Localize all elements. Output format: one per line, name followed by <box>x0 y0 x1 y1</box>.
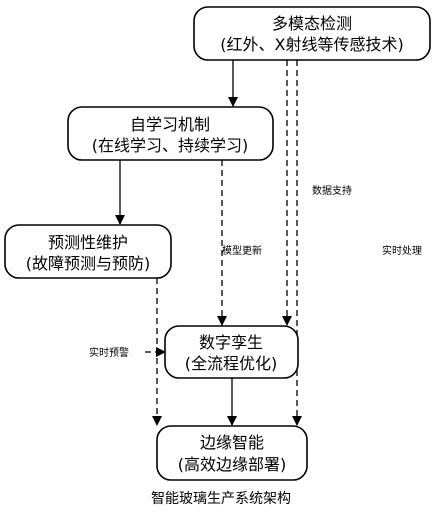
edge-label-realtime-process: 实时处理 <box>382 244 422 257</box>
node-learning-title: 自学习机制 <box>130 115 210 134</box>
node-detection-title: 多模态检测 <box>272 14 352 33</box>
node-learning-subtitle: (在线学习、持续学习) <box>92 136 249 155</box>
node-maintenance-title: 预测性维护 <box>48 233 128 252</box>
node-twin-subtitle: (全流程优化) <box>185 354 278 373</box>
node-edge-intelligence: 边缘智能 (高效边缘部署) <box>156 425 308 481</box>
node-maintenance-subtitle: (故障预测与预防) <box>26 254 151 273</box>
node-digital-twin: 数字孪生 (全流程优化) <box>164 325 299 379</box>
node-detection-subtitle: (红外、X射线等传感技术) <box>220 35 403 54</box>
node-edge-subtitle: (高效边缘部署) <box>178 455 287 474</box>
node-self-learning: 自学习机制 (在线学习、持续学习) <box>67 106 274 161</box>
diagram-caption: 智能玻璃生产系统架构 <box>151 490 291 507</box>
edge-label-model-update: 模型更新 <box>222 244 262 257</box>
edge-label-realtime-warning: 实时预警 <box>89 346 129 359</box>
node-multimodal-detection: 多模态检测 (红外、X射线等传感技术) <box>193 6 431 61</box>
node-edge-title: 边缘智能 <box>200 433 264 452</box>
node-predictive-maintenance: 预测性维护 (故障预测与预防) <box>4 224 172 279</box>
edge-label-data-support: 数据支持 <box>312 184 352 197</box>
node-twin-title: 数字孪生 <box>199 333 263 352</box>
